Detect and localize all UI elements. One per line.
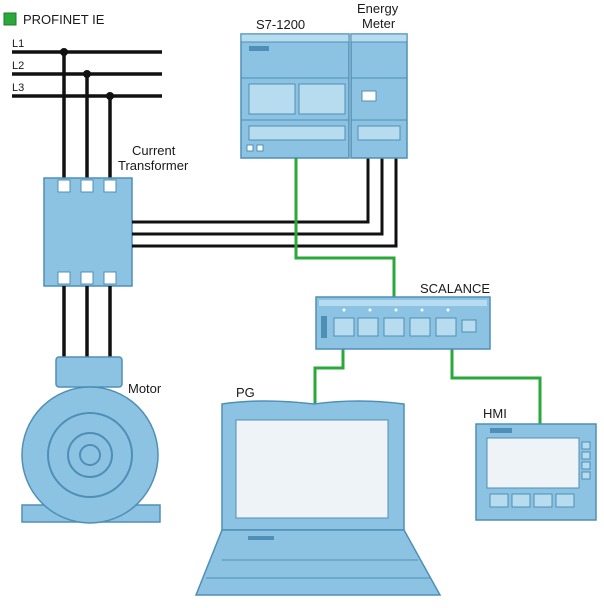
ct-signal-wires bbox=[132, 158, 398, 248]
power-lines bbox=[12, 50, 162, 182]
energy-meter-label-line1: Energy bbox=[357, 1, 399, 16]
junction-dots bbox=[60, 48, 114, 100]
line-label-l2: L2 bbox=[12, 60, 24, 72]
current-transformer-label-line1: Current bbox=[132, 143, 176, 158]
legend-swatch bbox=[3, 12, 17, 26]
hmi-panel bbox=[475, 423, 597, 521]
line-label-l3: L3 bbox=[12, 82, 24, 94]
current-transformer-label-line2: Transformer bbox=[118, 158, 189, 173]
plc-label: S7-1200 bbox=[256, 17, 305, 32]
line-label-l1: L1 bbox=[12, 38, 24, 50]
scalance-label: SCALANCE bbox=[420, 281, 490, 296]
profinet-links bbox=[294, 158, 542, 424]
pg-laptop bbox=[194, 400, 442, 596]
motor-feed-wires bbox=[62, 286, 112, 362]
pg-label: PG bbox=[236, 385, 255, 400]
motor-label: Motor bbox=[128, 381, 162, 396]
energy-meter-label-line2: Meter bbox=[362, 16, 396, 31]
energy-meter bbox=[350, 33, 408, 159]
current-transformer bbox=[43, 177, 133, 287]
scalance-switch bbox=[315, 296, 491, 350]
legend-label: PROFINET IE bbox=[23, 12, 105, 27]
plc-s7-1200 bbox=[240, 33, 350, 159]
hmi-label: HMI bbox=[483, 406, 507, 421]
motor bbox=[21, 356, 161, 524]
